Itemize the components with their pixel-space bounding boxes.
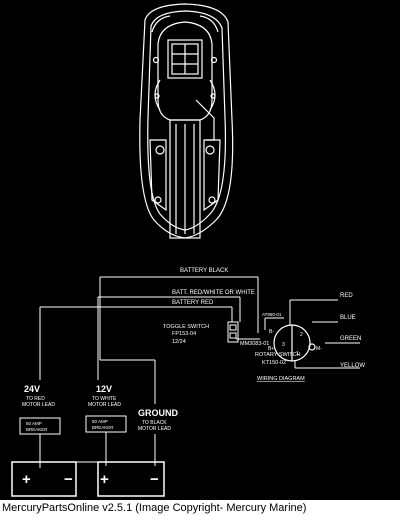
terminal-b-plus: B+ (268, 346, 274, 352)
supply-24v-sub1: TO RED (26, 396, 45, 402)
lead-green: GREEN (340, 336, 361, 342)
breaker-24v (19, 417, 61, 435)
breaker-12v-line1: 50 AMP (92, 419, 108, 424)
supply-ground-sub1: TO BLACK (142, 420, 167, 426)
battery-2 (97, 461, 165, 497)
wire-label-battery-red: BATTERY RED (172, 300, 214, 306)
terminal-2: 2 (300, 332, 303, 338)
terminal-1: 1 (296, 351, 299, 357)
toggle-switch-part: FP153-04 (172, 331, 196, 337)
battery2-plus: + (100, 471, 109, 488)
image-caption: MercuryPartsOnline v2.5.1 (Image Copyrig… (2, 502, 307, 514)
supply-12v-sub2: MOTOR LEAD (88, 402, 121, 408)
rotary-part-top: AT960-01 (262, 312, 282, 317)
rotary-part-mm: MM3083-01 (240, 341, 269, 347)
rotary-switch-part: KT150-02 (262, 360, 286, 366)
toggle-switch-symbol (227, 321, 239, 343)
rotary-switch-symbol (273, 324, 316, 362)
wiring-diagram-title: WIRING DIAGRAM (257, 376, 305, 382)
supply-24v-title: 24V (24, 384, 40, 394)
breaker-12v-line2: BREAKER (92, 425, 114, 430)
lead-blue: BLUE (340, 315, 356, 321)
supply-ground-sub2: MOTOR LEAD (138, 426, 171, 432)
terminal-m-minus: M- (316, 346, 322, 352)
toggle-switch-title: TOGGLE SWITCH (163, 324, 209, 330)
terminal-b-minus: B- (269, 329, 274, 335)
terminal-3: 3 (282, 342, 285, 348)
toggle-switch-voltage: 12/24 (172, 339, 186, 345)
lead-red: RED (340, 293, 353, 299)
wire-label-battery-black: BATTERY BLACK (180, 268, 228, 274)
battery1-plus: + (22, 471, 31, 488)
supply-12v-sub1: TO WHITE (92, 396, 117, 402)
battery-1 (11, 461, 77, 497)
breaker-24v-line2: BREAKER (26, 427, 48, 432)
supply-12v-title: 12V (96, 384, 112, 394)
battery2-minus: − (150, 471, 159, 488)
motor-head-drawing (139, 3, 234, 239)
rotary-switch-title: ROTARY SWITCH (255, 352, 301, 358)
diagram-canvas: BATTERY BLACK BATT. RED/WHITE OR WHITE B… (0, 0, 400, 500)
wire-label-batt-red-white: BATT. RED/WHITE OR WHITE (172, 290, 255, 296)
lead-yellow: YELLOW (340, 363, 365, 369)
breaker-12v (85, 415, 127, 433)
breaker-24v-line1: 50 AMP (26, 421, 42, 426)
wiring-lines (39, 276, 360, 468)
battery1-minus: − (64, 471, 73, 488)
supply-ground-title: GROUND (138, 408, 178, 418)
wiring-diagram: BATTERY BLACK BATT. RED/WHITE OR WHITE B… (11, 3, 365, 497)
supply-24v-sub2: MOTOR LEAD (22, 402, 55, 408)
